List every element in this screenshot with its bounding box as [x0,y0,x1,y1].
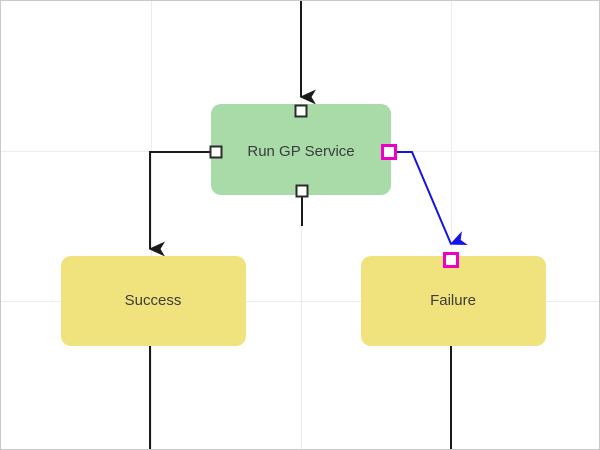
port-gp-top[interactable] [294,104,308,118]
node-run-gp-service-label: Run GP Service [247,143,354,160]
port-layer [209,104,459,268]
edge-gp-to-success[interactable] [148,151,210,257]
edge-layer [148,1,452,449]
edge-layer-selected [396,151,468,246]
port-gp-bottom[interactable] [295,184,309,198]
node-failure-shape[interactable] [361,256,546,346]
node-run-gp-service[interactable]: Run GP Service [211,104,391,195]
node-run-gp-service-shape[interactable] [211,104,391,195]
node-success-shape[interactable] [61,256,246,346]
port-gp-left[interactable] [209,145,223,159]
edge-gp-to-failure[interactable] [396,151,468,246]
node-failure-label: Failure [430,292,476,309]
node-success[interactable]: Success [61,256,246,346]
node-success-label: Success [125,292,182,309]
port-failure-top[interactable] [443,252,459,268]
port-gp-right[interactable] [381,144,397,160]
node-failure[interactable]: Failure [361,256,546,346]
